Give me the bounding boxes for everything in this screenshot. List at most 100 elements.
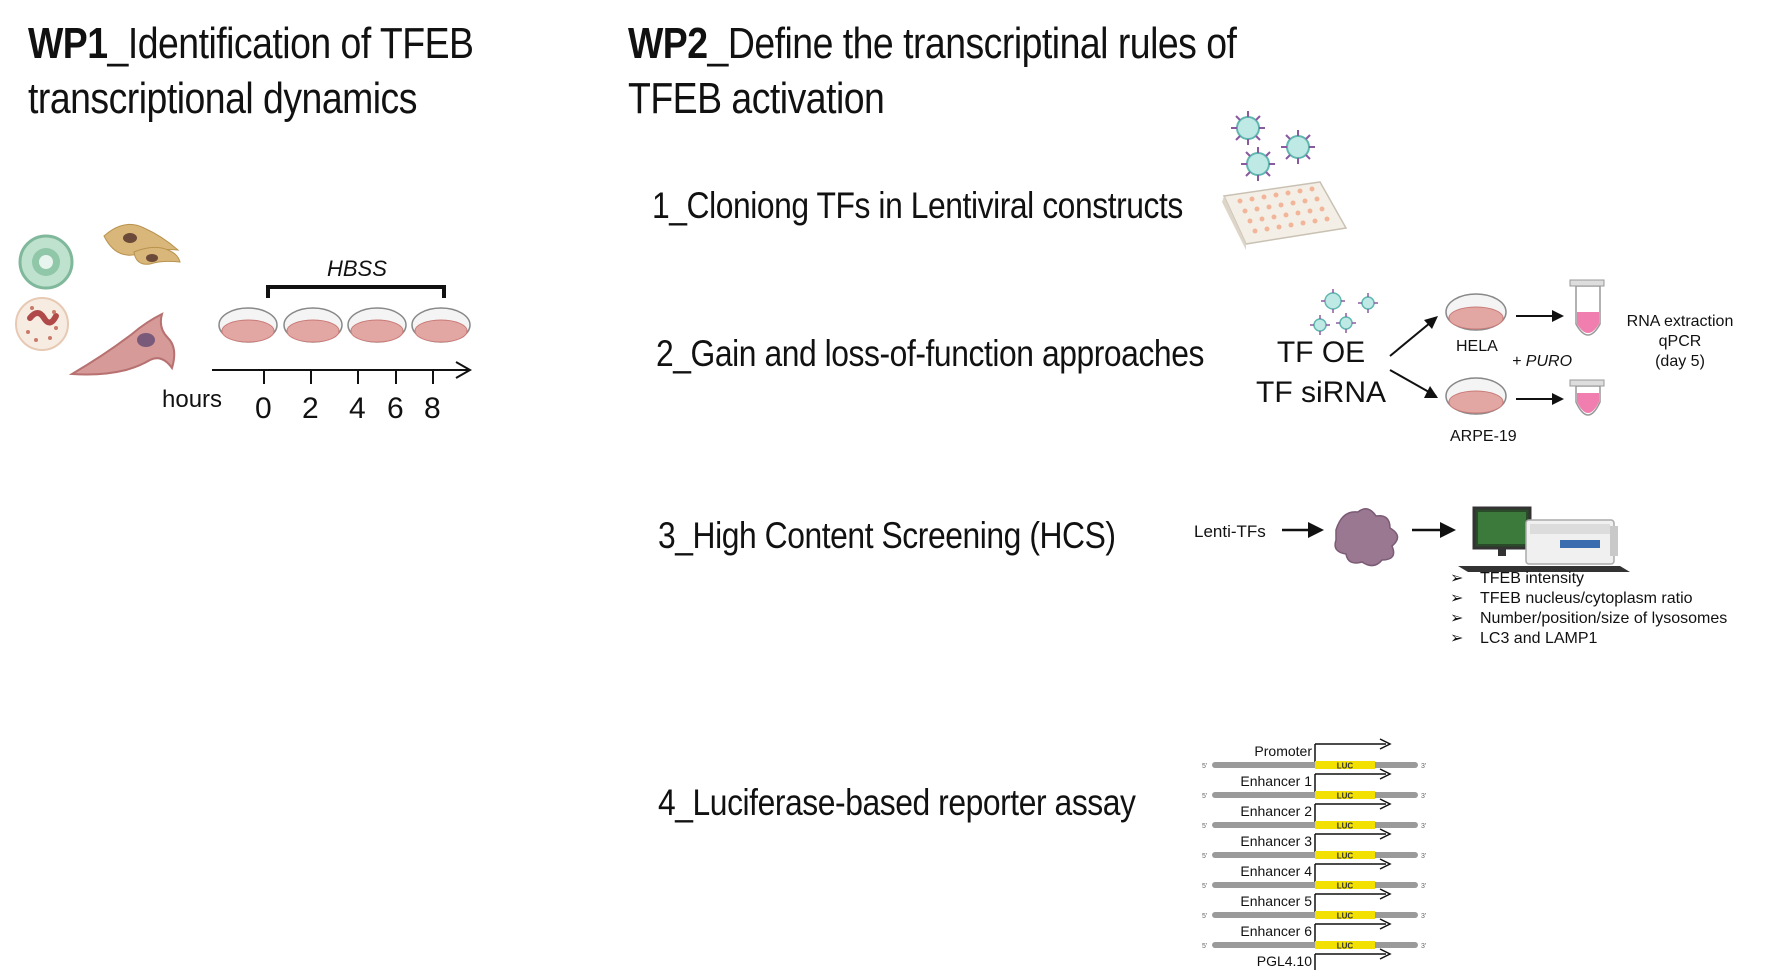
readout-item: ➢TFEB intensity [1450,570,1585,587]
wp1-timecourse [212,285,473,384]
culture-dish-icon [1445,377,1507,415]
construct-label: Enhancer 3 [1240,833,1312,849]
luc-label: LUC [1337,912,1354,921]
cell-icon [1334,508,1399,567]
arrowhead-icon [1379,768,1392,780]
arrowhead-icon [1379,828,1392,840]
wp1-title-line1: _Identification of TFEB [107,19,474,68]
culture-dish-icon [283,307,343,343]
three-prime-label: 3' [1421,853,1426,860]
construct-label: Promoter [1254,743,1312,759]
five-prime-label: 5' [1202,823,1207,830]
five-prime-label: 5' [1202,943,1207,950]
hbss-label: HBSS [327,256,387,281]
wp2-title-line2: TFEB activation [628,74,885,123]
arrowhead-icon [1379,798,1392,810]
step2-illustration [1310,279,1605,416]
step-1-label: 1_Cloniong TFs in Lentiviral constructs [652,185,1183,226]
rna-readout: RNA extraction qPCR (day 5) [1610,312,1750,372]
readout-item: ➢LC3 and LAMP1 [1450,630,1598,647]
hela-label: HELA [1456,338,1498,355]
step1-illustration [1222,111,1348,250]
five-prime-label: 5' [1202,853,1207,860]
culture-dish-icon [1445,293,1507,331]
tick-label: 2 [302,392,319,425]
virus-icon [1310,315,1330,335]
fibroblast-icon [68,312,176,376]
cell-illustrations [15,223,181,376]
five-prime-label: 5' [1202,793,1207,800]
arrow-bullet-icon: ➢ [1450,570,1464,587]
luc-gene [1315,881,1375,889]
luc-label: LUC [1337,882,1354,891]
tf-sirna-label: TF siRNA [1256,376,1386,409]
three-prime-label: 3' [1421,943,1426,950]
wp2-title-bold: WP2 [628,19,708,68]
tube-icon [1569,379,1605,416]
luc-label: LUC [1337,852,1354,861]
arrowhead-icon [1379,858,1392,870]
arrow-bullet-icon: ➢ [1450,630,1464,647]
arrowhead-icon [1379,888,1392,900]
culture-dish-icon [411,307,471,343]
tick-label: 6 [387,392,404,425]
construct-label: Enhancer 5 [1240,893,1312,909]
rna-readout-line2: qPCR [1658,333,1702,350]
luc-gene [1315,821,1375,829]
five-prime-label: 5' [1202,763,1207,770]
readout-item: ➢TFEB nucleus/cytoplasm ratio [1450,590,1693,607]
five-prime-label: 5' [1202,883,1207,890]
luc-label: LUC [1337,792,1354,801]
virus-icon [1281,130,1315,164]
step-3-label: 3_High Content Screening (HCS) [658,515,1116,556]
luc-label: LUC [1337,762,1354,771]
lenti-tfs-label: Lenti-TFs [1194,522,1266,541]
three-prime-label: 3' [1421,883,1426,890]
culture-dish-icon [347,307,407,343]
wp1-title-bold: WP1 [28,19,108,68]
culture-dish-icon [218,307,278,343]
construct-label: Enhancer 4 [1240,863,1312,879]
virus-icon [1231,111,1265,145]
rna-readout-line3: (day 5) [1655,353,1705,370]
luc-gene [1315,911,1375,919]
rna-readout-line1: RNA extraction [1626,313,1734,330]
tick-label: 8 [424,392,441,425]
step-4-label: 4_Luciferase-based reporter assay [658,782,1136,823]
tick-label: 4 [349,392,366,425]
tf-oe-label: TF OE [1276,336,1366,369]
luc-label: LUC [1337,942,1354,951]
puro-label: + PURO [1512,353,1573,370]
arpe19-label: ARPE-19 [1450,428,1517,445]
three-prime-label: 3' [1421,823,1426,830]
luc-gene [1315,791,1375,799]
three-prime-label: 3' [1421,913,1426,920]
step3-illustration [1282,506,1630,572]
luc-label: LUC [1337,822,1354,831]
arrowhead-icon [1379,918,1392,930]
wp2-title: WP2_Define the transcriptinal rules of T… [628,16,1237,126]
construct-label: Enhancer 1 [1240,773,1312,789]
wp1-title-line2: transcriptional dynamics [28,74,417,123]
wp2-title-line1: _Define the transcriptinal rules of [707,19,1237,68]
arrowhead-icon [1379,948,1392,960]
luc-gene [1315,941,1375,949]
three-prime-label: 3' [1421,793,1426,800]
construct-label: Enhancer 2 [1240,803,1312,819]
wp1-title: WP1_Identification of TFEB transcription… [28,16,474,126]
arrow-bullet-icon: ➢ [1450,590,1464,607]
time-axis-arrow-icon [455,361,473,379]
virus-icon [1358,293,1378,313]
virus-icon [1241,147,1275,181]
step-2-label: 2_Gain and loss-of-function approaches [656,333,1204,374]
five-prime-label: 5' [1202,913,1207,920]
luc-gene [1315,761,1375,769]
arrow-bullet-icon: ➢ [1450,610,1464,627]
construct-label: Enhancer 6 [1240,923,1312,939]
hours-label: hours [162,386,223,413]
well-plate-icon [1222,181,1348,250]
construct-label: PGL4.10 [1257,953,1312,969]
three-prime-label: 3' [1421,763,1426,770]
